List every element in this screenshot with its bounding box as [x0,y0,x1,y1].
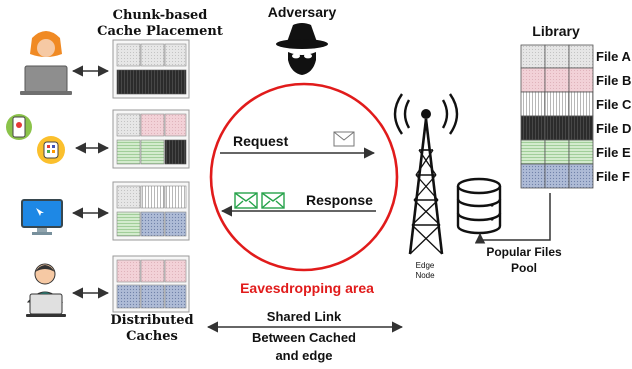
cache-placement-title-line1: Chunk-based [113,8,208,23]
library-file-c: File C [596,97,632,112]
cache-block-1 [112,39,190,99]
library-to-pool-arrow [474,193,551,244]
shared-link-label-line1: Shared Link [267,309,342,324]
cache-block-3 [112,181,190,241]
shared-link-label-line2: Between Cached [252,330,356,345]
envelope-icon [234,192,258,209]
phone-watch-icon [6,114,65,164]
envelope-icon [261,192,285,209]
shared-link-label-line3: and edge [275,348,332,363]
monitor-icon [21,199,63,235]
library-file-a: File A [596,49,632,64]
distributed-title-line1: Distributed [110,313,193,328]
library-title: Library [532,23,580,39]
response-label: Response [306,192,373,208]
eavesdropping-zone [209,82,399,272]
laptop-user-icon [26,263,66,317]
distributed-title-line2: Caches [126,329,178,344]
edge-node-label-line1: Edge [416,261,435,270]
adversary-label: Adversary [268,4,337,20]
library-file-d: File D [596,121,631,136]
cache-block-4 [112,255,190,313]
eavesdropping-label: Eavesdropping area [240,280,374,296]
request-label: Request [233,133,289,149]
edge-node-label-line2: Node [415,271,435,280]
cache-block-2 [112,109,190,169]
cache-placement-title-line2: Cache Placement [97,24,223,39]
envelope-icon [333,131,355,147]
library-file-b: File B [596,73,631,88]
database-icon [456,177,502,235]
library-file-f: File F [596,169,630,184]
library-table [520,44,594,189]
laptop-user-icon [20,31,72,95]
library-file-e: File E [596,145,631,160]
antenna-tower-icon [393,93,459,255]
popular-pool-label-line2: Pool [511,261,537,275]
spy-hat-icon [276,23,328,75]
popular-pool-label-line1: Popular Files [486,245,562,259]
